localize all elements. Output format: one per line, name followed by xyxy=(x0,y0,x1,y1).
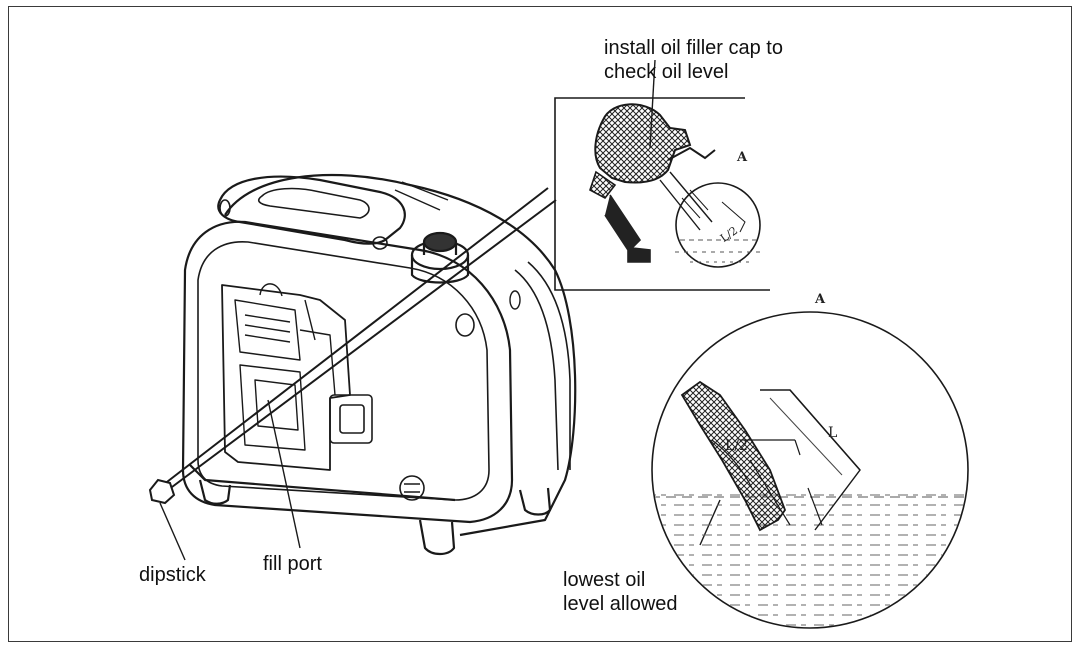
engine-compartment xyxy=(221,284,351,471)
fuel-cap xyxy=(410,231,470,284)
generator-front-panel xyxy=(181,220,514,524)
dipstick xyxy=(148,187,557,505)
fill-port-leader xyxy=(267,399,301,549)
large-magnifier xyxy=(651,311,969,629)
dipstick-label: dipstick xyxy=(139,564,206,586)
detail-marker-top: A xyxy=(737,150,748,165)
cap-detail-inset xyxy=(554,97,770,291)
dipstick-probe-magnified xyxy=(680,380,787,532)
generator xyxy=(181,173,577,556)
oil-filler-cap xyxy=(594,103,692,184)
dipstick-leader xyxy=(159,502,186,561)
generator-handle xyxy=(217,175,406,245)
cap-label-line1: install oil filler cap to xyxy=(604,37,783,59)
fill-port-label: fill port xyxy=(263,553,322,575)
control-socket xyxy=(329,394,425,501)
lowest-oil-label-line2: level allowed xyxy=(563,593,678,615)
inset-magnifier xyxy=(675,182,761,268)
diagram-frame xyxy=(8,6,1072,642)
large-dimension-half-label: L/2 xyxy=(725,438,748,454)
lowest-oil-label-line1: lowest oil xyxy=(563,569,646,591)
cap-label-line2: check oil level xyxy=(604,61,729,83)
generator-base xyxy=(189,464,552,556)
detail-marker-circle: A xyxy=(815,292,826,307)
engine-internals xyxy=(234,283,336,451)
large-dimension-full-label: L xyxy=(828,425,838,441)
